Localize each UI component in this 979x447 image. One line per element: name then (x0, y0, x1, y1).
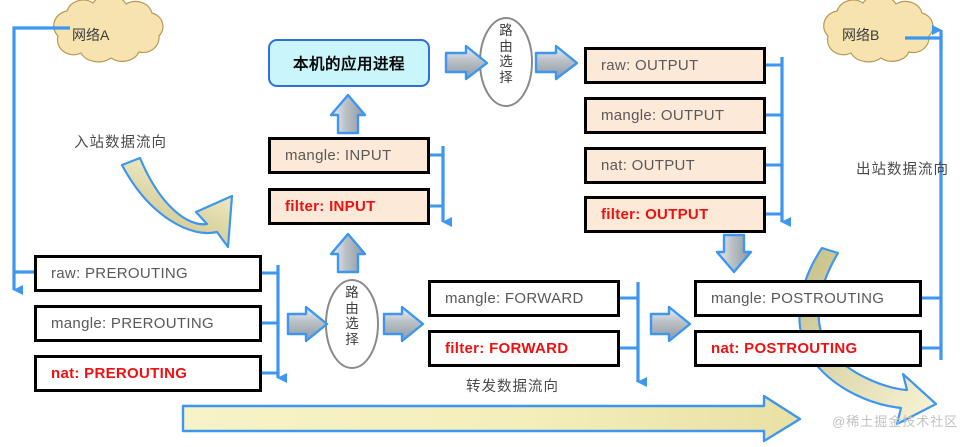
chain-box-mangle-output[interactable]: mangle: OUTPUT (584, 97, 766, 134)
chain-box-mangle-input[interactable]: mangle: INPUT (268, 137, 430, 174)
chain-box-filter-forward[interactable]: filter: FORWARD (428, 330, 620, 367)
connector-output-bus (766, 57, 791, 227)
watermark: @稀土掘金技术社区 (832, 414, 959, 429)
chain-box-nat-output[interactable]: nat: OUTPUT (584, 147, 766, 184)
chain-box-filter-output[interactable]: filter: OUTPUT (584, 196, 766, 233)
arrow-output-to-postrouting (715, 233, 753, 274)
cloud-network-a-label: 网络A (72, 27, 110, 43)
arrow-prerouting-to-routing (286, 305, 329, 343)
chain-box-mangle-forward[interactable]: mangle: FORWARD (428, 280, 620, 317)
arrow-routing-to-output (534, 44, 579, 81)
chain-label: mangle: POSTROUTING (711, 290, 885, 307)
chain-box-nat-postrouting[interactable]: nat: POSTROUTING (694, 330, 922, 367)
forward-flow-label: 转发数据流向 (466, 379, 559, 395)
chain-label: filter: FORWARD (445, 340, 569, 357)
app-process-box[interactable]: 本机的应用进程 (268, 39, 430, 87)
connector-postrouting-to-cloud-b (905, 25, 943, 360)
connector-forward-bus (620, 282, 647, 387)
chain-label: filter: INPUT (285, 198, 376, 215)
chain-label: mangle: INPUT (285, 147, 392, 164)
chain-box-mangle-prerouting[interactable]: mangle: PREROUTING (34, 305, 262, 342)
outbound-flow-label: 出站数据流向 (856, 162, 949, 178)
arrow-routing-to-forward (382, 305, 425, 343)
inbound-flow-label: 入站数据流向 (74, 135, 167, 151)
chain-label: nat: POSTROUTING (711, 340, 858, 357)
chain-label: filter: OUTPUT (601, 206, 709, 223)
forward-flow-big-arrow (181, 394, 802, 443)
chain-label: mangle: FORWARD (445, 290, 584, 307)
connector-cloud-a-to-prerouting (12, 26, 70, 295)
chain-label: mangle: OUTPUT (601, 107, 725, 124)
cloud-network-a (53, 0, 164, 63)
chain-box-nat-prerouting[interactable]: nat: PREROUTING (34, 355, 262, 392)
arrow-app-to-routing (444, 44, 489, 81)
chain-box-mangle-postrouting[interactable]: mangle: POSTROUTING (694, 280, 922, 317)
connector-prerouting-bus (262, 265, 287, 383)
cloud-network-b (823, 0, 934, 63)
routing-decision-top-label: 路由选择 (499, 23, 513, 85)
chain-box-raw-output[interactable]: raw: OUTPUT (584, 47, 766, 84)
cloud-network-b-label: 网络B (842, 27, 880, 43)
chain-label: raw: PREROUTING (51, 265, 189, 282)
chain-box-raw-prerouting[interactable]: raw: PREROUTING (34, 255, 262, 292)
connector-input-bus (430, 146, 452, 227)
chain-label: mangle: PREROUTING (51, 315, 214, 332)
arrow-routing-to-input (329, 232, 367, 274)
chain-box-filter-input[interactable]: filter: INPUT (268, 188, 430, 225)
routing-decision-bottom-label: 路由选择 (345, 285, 359, 347)
chain-label: nat: OUTPUT (601, 157, 696, 174)
app-process-label: 本机的应用进程 (292, 56, 405, 73)
arrow-forward-to-postrouting (649, 305, 692, 343)
inbound-flow-arrow (120, 156, 234, 249)
chain-label: nat: PREROUTING (51, 365, 188, 382)
chain-label: raw: OUTPUT (601, 57, 699, 74)
arrow-input-to-app (329, 93, 367, 135)
